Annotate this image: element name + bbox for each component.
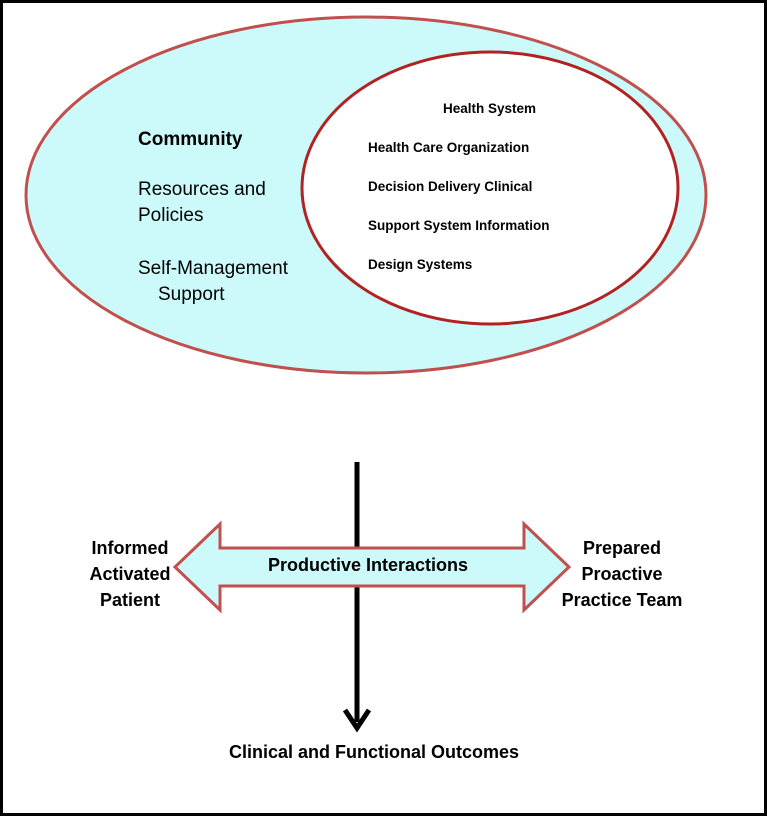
inner-item: Health Care Organization	[368, 140, 530, 155]
health-system-label: Health System	[443, 101, 537, 116]
health-system-ellipse	[300, 50, 680, 326]
community-label: Community	[138, 129, 243, 150]
inner-item: Support System Information	[368, 218, 550, 233]
self-management-label-line1: Self-Management	[138, 258, 288, 279]
patient-label: Informed Activated Patient	[70, 535, 190, 613]
self-management-label-line2: Support	[158, 284, 225, 305]
practice-team-label-line: Proactive	[581, 564, 663, 584]
practice-team-label-line: Practice Team	[561, 590, 683, 610]
outcomes-label: Clinical and Functional Outcomes	[229, 742, 520, 762]
patient-label-line: Activated	[89, 564, 171, 584]
patient-label-line: Informed	[91, 538, 169, 558]
practice-team-label-line: Prepared	[582, 538, 662, 558]
productive-interactions-arrow	[172, 520, 572, 614]
down-arrow-head-icon	[342, 708, 372, 733]
productive-interactions-label: Productive Interactions	[268, 555, 469, 575]
resources-label-line2: Policies	[138, 205, 204, 226]
practice-team-label: Prepared Proactive Practice Team	[552, 535, 692, 613]
patient-label-line: Patient	[99, 590, 160, 610]
resources-label-line1: Resources and	[138, 179, 266, 200]
inner-item: Design Systems	[368, 257, 473, 272]
inner-item: Decision Delivery Clinical	[368, 179, 533, 194]
